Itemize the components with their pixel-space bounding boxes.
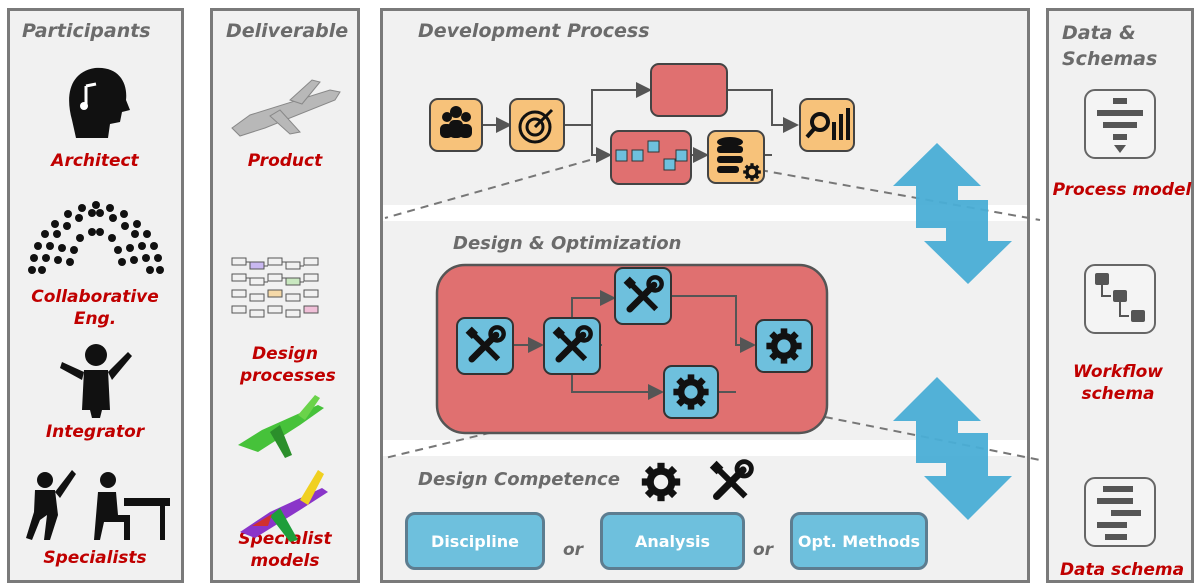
workflow-mini-icons xyxy=(615,140,688,171)
target-icon xyxy=(518,108,554,144)
report-icon xyxy=(805,108,850,140)
process-model-icon xyxy=(1084,89,1156,159)
integrator-label: Integrator xyxy=(45,422,145,442)
process-red-box xyxy=(650,63,728,117)
data-schema-icon xyxy=(1084,477,1156,547)
team-icon xyxy=(440,106,472,138)
specialists-label: Specialists xyxy=(43,548,147,568)
discipline-pill: Discipline xyxy=(405,512,545,570)
deliverable-header: Deliverable xyxy=(226,20,349,42)
tool-icon-1 xyxy=(456,317,514,375)
tool-icon-2 xyxy=(543,317,601,375)
architect-label: Architect xyxy=(51,151,139,171)
process-model-label: Process model xyxy=(1052,180,1192,200)
airplane-icon xyxy=(231,79,341,137)
product-label: Product xyxy=(247,151,323,171)
tools-icon-competence xyxy=(710,461,752,497)
collaborative-eng-label: Collaborative Eng. xyxy=(31,287,159,329)
database-icon xyxy=(717,137,743,173)
specialist-model-2-icon xyxy=(240,470,328,542)
analysis-pill: Analysis xyxy=(600,512,745,570)
blue-arrows xyxy=(893,143,1012,520)
workflow-schema-icon xyxy=(1084,264,1156,334)
opt-methods-pill: Opt. Methods xyxy=(790,512,928,570)
specialists-icon xyxy=(26,470,170,540)
design-processes-label: Design processes xyxy=(240,344,336,386)
workflow-mini-box xyxy=(610,130,692,185)
gear-icon-1 xyxy=(663,365,719,419)
integrator-icon xyxy=(60,344,132,418)
or-text-1: or xyxy=(563,540,584,560)
gear-icon-2 xyxy=(755,319,813,373)
gear-icon-competence xyxy=(642,463,680,501)
specialist-models-label: Specialist models xyxy=(238,529,332,571)
collaborative-eng-icon xyxy=(28,201,164,274)
process-header: Development Process xyxy=(418,20,650,42)
specialist-model-1-icon xyxy=(238,395,324,458)
participants-header: Participants xyxy=(22,20,151,42)
or-text-2: or xyxy=(753,540,774,560)
workflow-schema-label: Workflow schema xyxy=(1073,362,1163,404)
design-processes-icon xyxy=(231,257,319,318)
schemas-header: Data & Schemas xyxy=(1062,22,1158,70)
band-separator-1 xyxy=(383,205,1027,221)
architect-icon xyxy=(69,67,130,138)
tool-icon-3 xyxy=(614,267,672,325)
design-optimization-label: Design & Optimization xyxy=(453,233,682,254)
data-schema-label: Data schema xyxy=(1059,560,1185,580)
band-separator-2 xyxy=(383,440,1027,456)
design-competence-label: Design Competence xyxy=(418,469,620,490)
